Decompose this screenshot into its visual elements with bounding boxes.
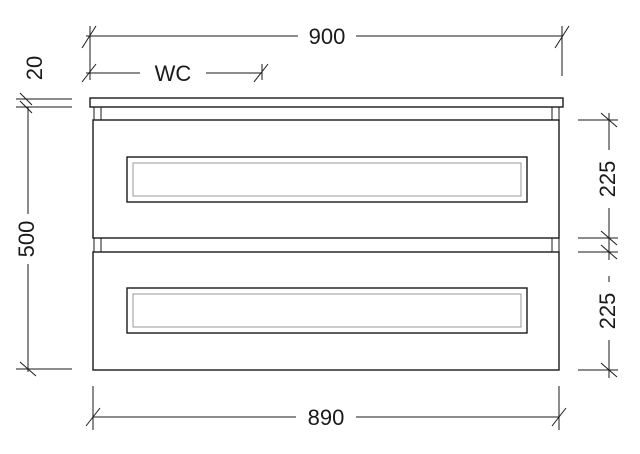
dimension-wc: WC	[81, 61, 269, 86]
dimension-top-thickness-label: 20	[22, 56, 47, 80]
dimension-carcass-width: 890	[85, 386, 567, 430]
bottom-drawer-front	[92, 251, 560, 371]
dimension-bottom-drawer-label: 225	[595, 293, 620, 330]
cabinet-body	[89, 97, 564, 371]
bottom-drawer-panel-outer	[126, 287, 528, 334]
top-drawer-panel-outer	[126, 156, 528, 203]
dimension-drawer-heights: 225 225	[578, 112, 620, 378]
dimension-top-thickness: 20	[16, 56, 72, 114]
dimension-overall-width: 900	[81, 24, 570, 80]
dimension-overall-height-label: 500	[14, 221, 39, 258]
dimension-overall-width-label: 900	[309, 24, 346, 49]
dimension-top-drawer-label: 225	[595, 161, 620, 198]
dimension-overall-height: 500	[14, 107, 72, 377]
dimension-wc-label: WC	[155, 61, 192, 86]
dimension-carcass-width-label: 890	[308, 405, 345, 430]
top-drawer-front	[92, 119, 560, 239]
worktop	[89, 97, 564, 108]
top-drawer-panel-inner	[132, 162, 522, 197]
bottom-drawer-panel-inner	[132, 293, 522, 328]
